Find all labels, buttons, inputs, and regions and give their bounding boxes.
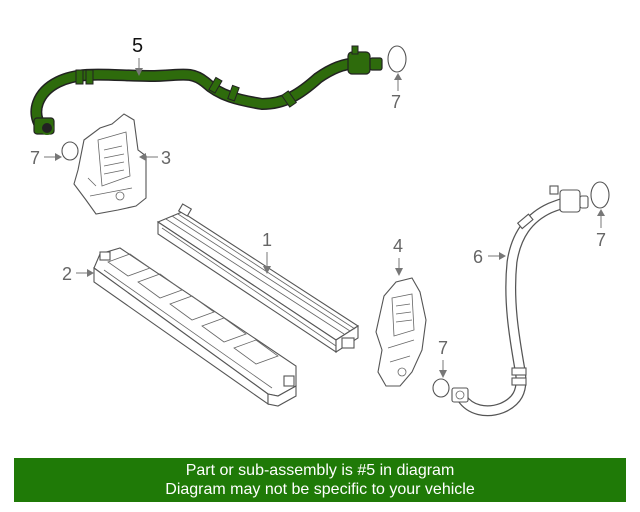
callout-5: 5 [132, 35, 143, 57]
info-banner-line-1: Part or sub-assembly is #5 in diagram [185, 462, 455, 479]
callout-7-right: 7 [596, 230, 606, 250]
leader-4-arrow [395, 268, 403, 276]
leader-3-arrow [139, 153, 146, 161]
callout-4: 4 [393, 236, 403, 256]
parts-diagram: 5 3 7 7 [30, 35, 610, 417]
part-3-bracket[interactable] [73, 113, 147, 215]
part-4-bracket[interactable] [375, 277, 427, 387]
leader-7-lower-arrow [439, 370, 447, 378]
o-ring-7-lower[interactable] [432, 378, 450, 398]
part-2-tray[interactable] [93, 247, 297, 407]
callout-6: 6 [473, 247, 483, 267]
o-ring-7-top[interactable] [387, 45, 407, 73]
part-6-hose[interactable] [451, 185, 589, 417]
callout-2: 2 [62, 264, 72, 284]
callout-7-top: 7 [391, 92, 401, 112]
leader-7-top-arrow [394, 73, 402, 80]
o-ring-7-left[interactable] [61, 141, 79, 161]
leader-2-arrow [87, 269, 94, 277]
part-5-hose[interactable] [30, 45, 383, 135]
leader-6-arrow [499, 252, 506, 260]
info-banner-line-2: Diagram may not be specific to your vehi… [165, 481, 475, 498]
callout-7-left: 7 [30, 148, 40, 168]
callout-1: 1 [262, 230, 272, 250]
leader-1-arrow [263, 266, 271, 274]
leader-7-left-arrow [55, 153, 62, 161]
o-ring-7-right[interactable] [590, 181, 610, 209]
leader-7-right-arrow [597, 209, 605, 216]
callout-3: 3 [161, 148, 171, 168]
info-banner: Part or sub-assembly is #5 in diagram Di… [14, 458, 626, 502]
callout-7-lower: 7 [438, 338, 448, 358]
leader-5-arrow [135, 68, 143, 76]
part-1-intercooler[interactable] [156, 203, 360, 354]
